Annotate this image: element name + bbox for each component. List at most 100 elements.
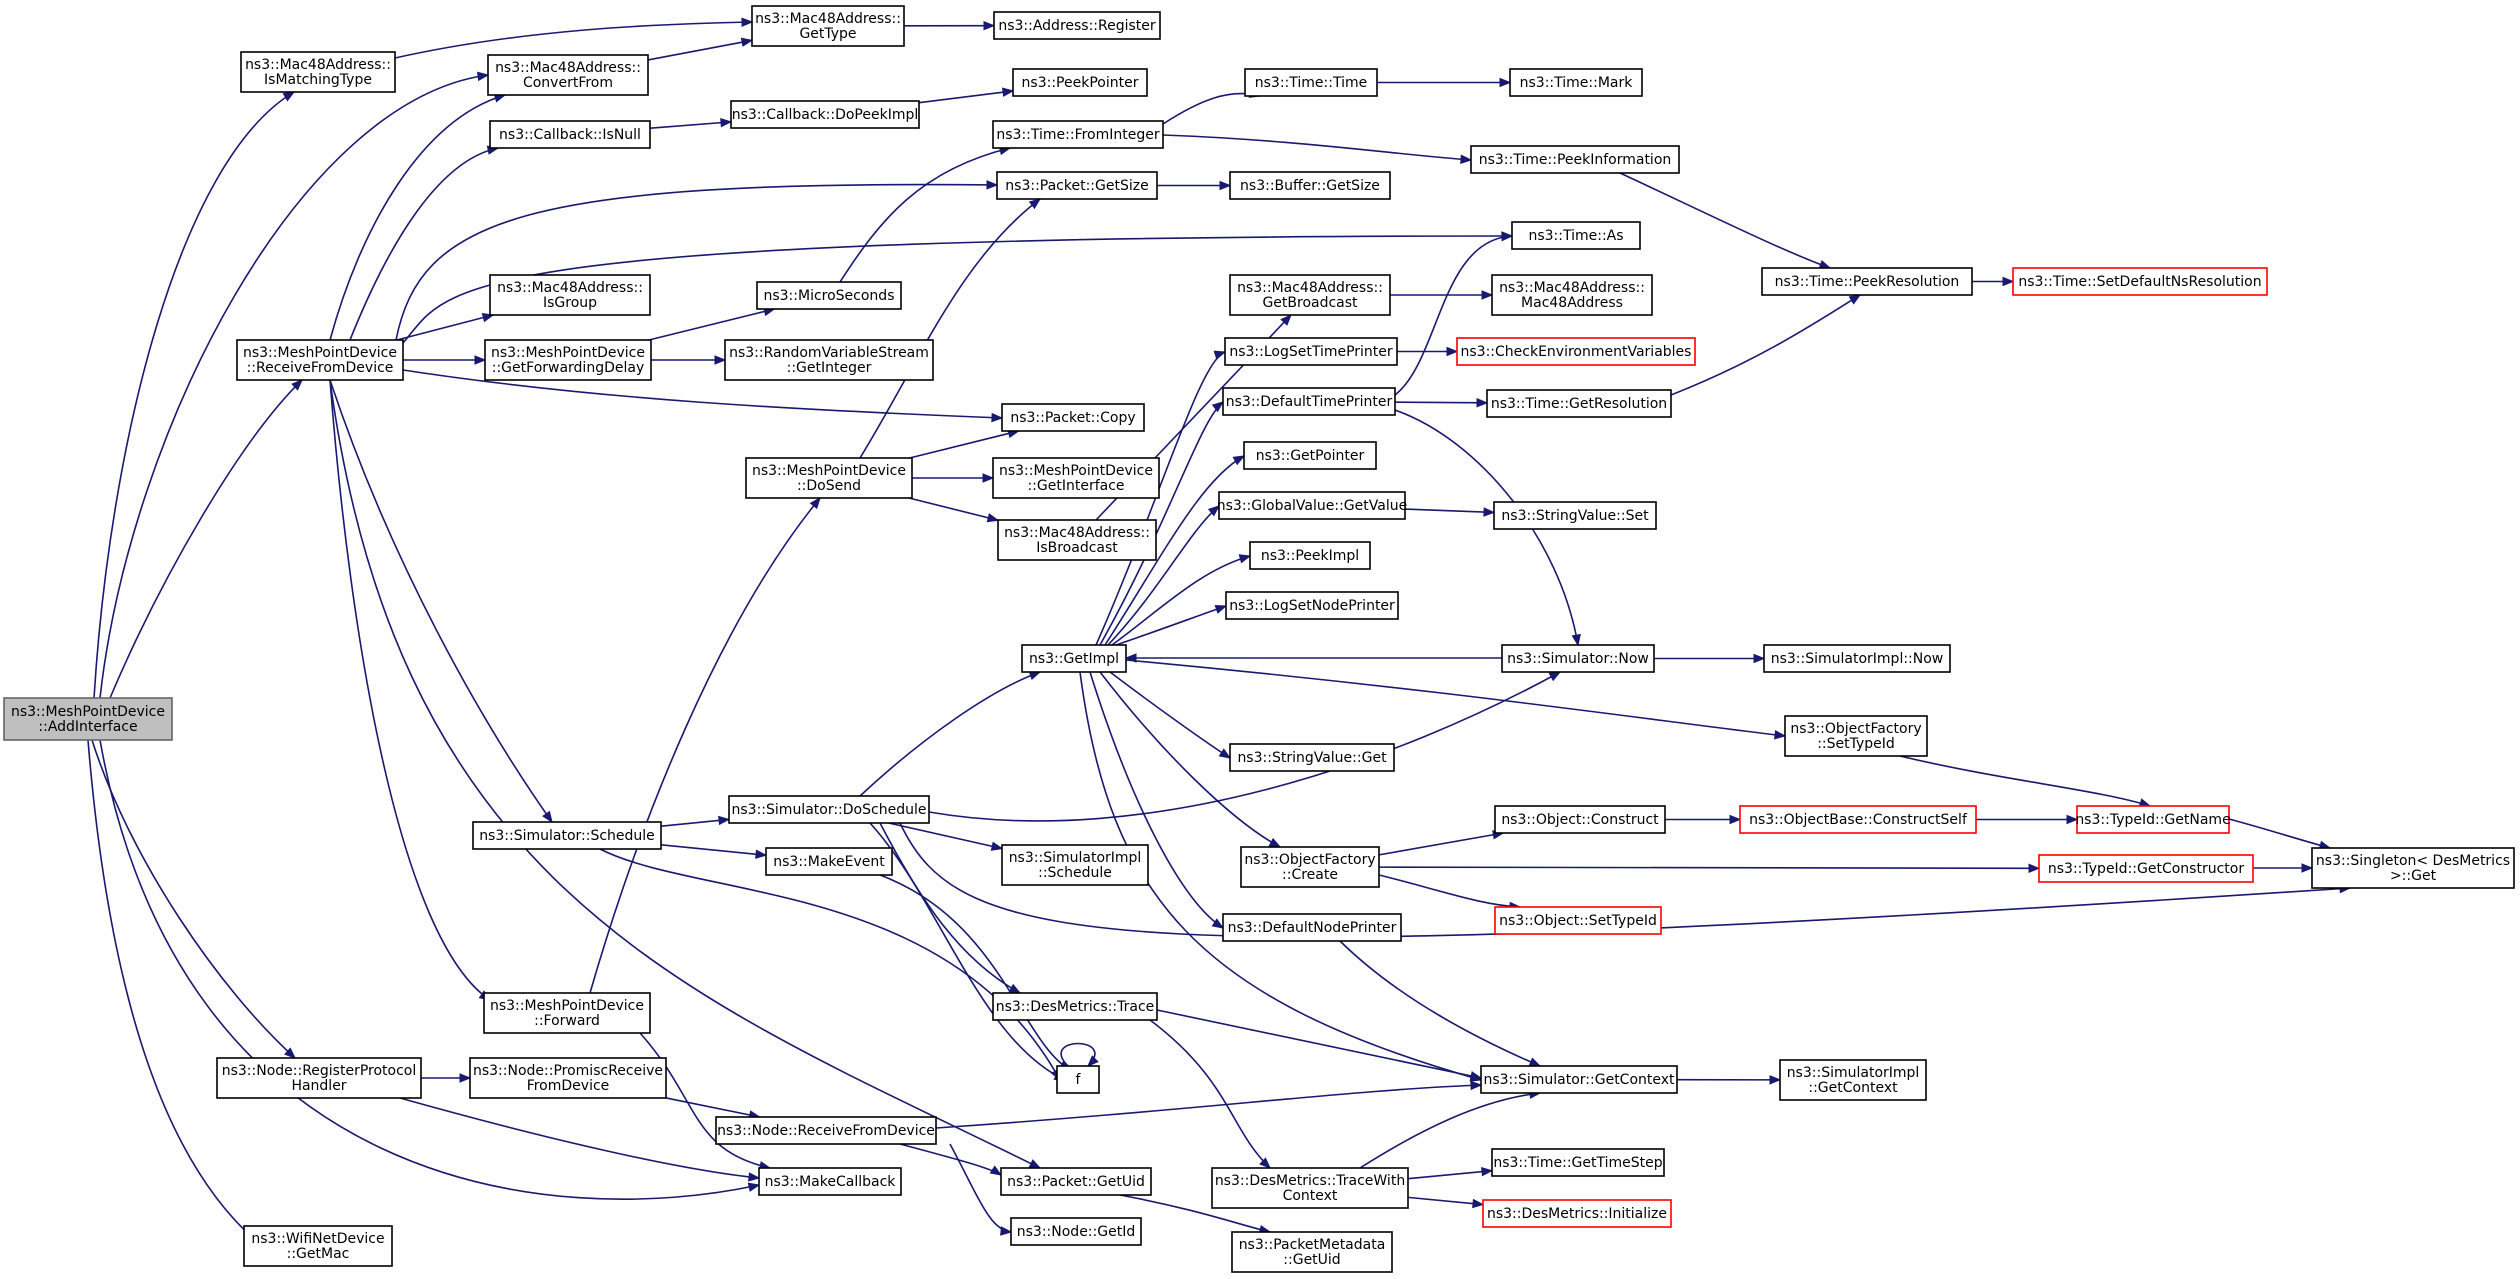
node-pktmeta-getuid[interactable]: ns3::PacketMetadata::GetUid	[1231, 1231, 1393, 1273]
node-desmetrics-init[interactable]: ns3::DesMetrics::Initialize	[1482, 1199, 1672, 1228]
node-mac-isbroadcast[interactable]: ns3::Mac48Address::IsBroadcast	[997, 519, 1157, 561]
node-time-peekinfo[interactable]: ns3::Time::PeekInformation	[1470, 145, 1680, 174]
edge-arrowhead	[1211, 918, 1225, 929]
node-box	[728, 795, 930, 824]
edge-line	[1404, 508, 1495, 514]
node-sv-get[interactable]: ns3::StringValue::Get	[1229, 743, 1395, 772]
node-mpd-dosend[interactable]: ns3::MeshPointDevice::DoSend	[745, 457, 913, 499]
node-sim-now[interactable]: ns3::Simulator::Now	[1501, 644, 1655, 673]
node-mpd-getinterface[interactable]: ns3::MeshPointDevice::GetInterface	[992, 457, 1160, 499]
node-typeid-getname[interactable]: ns3::TypeId::GetName	[2075, 805, 2231, 834]
edge-arrowhead	[1000, 1226, 1013, 1236]
node-pkt-copy[interactable]: ns3::Packet::Copy	[1001, 403, 1145, 432]
node-box	[487, 54, 649, 96]
edge-arrowhead	[1028, 1159, 1042, 1169]
node-mac-getbroadcast[interactable]: ns3::Mac48Address::GetBroadcast	[1229, 274, 1391, 316]
node-time-time[interactable]: ns3::Time::Time	[1244, 68, 1378, 97]
node-mac-convertfrom[interactable]: ns3::Mac48Address::ConvertFrom	[487, 54, 649, 96]
node-time-gettimestep[interactable]: ns3::Time::GetTimeStep	[1491, 1148, 1665, 1177]
node-node-receivefrom[interactable]: ns3::Node::ReceiveFromDevice	[715, 1116, 937, 1145]
node-wifi-getmac[interactable]: ns3::WifiNetDevice::GetMac	[243, 1225, 393, 1267]
node-of-settypeid[interactable]: ns3::ObjectFactory::SetTypeId	[1784, 715, 1928, 757]
node-addr-register[interactable]: ns3::Address::Register	[993, 11, 1161, 40]
node-node-getid[interactable]: ns3::Node::GetId	[1010, 1217, 1142, 1246]
edge-line	[1060, 1042, 1096, 1067]
node-time-peekres[interactable]: ns3::Time::PeekResolution	[1761, 267, 1973, 296]
node-peekpointer[interactable]: ns3::PeekPointer	[1012, 68, 1148, 97]
node-sv-set[interactable]: ns3::StringValue::Set	[1493, 501, 1657, 530]
edge-getimpl-to-of_settypeid	[1125, 659, 1787, 740]
node-mpd-forward[interactable]: ns3::MeshPointDevice::Forward	[483, 992, 651, 1034]
edge-root-to-mac_convertfrom	[99, 71, 490, 699]
node-root[interactable]: ns3::MeshPointDevice::AddInterface	[3, 697, 173, 741]
node-label: ns3::MeshPointDevice	[752, 463, 906, 479]
node-defaulttimeprinter[interactable]: ns3::DefaultTimePrinter	[1222, 387, 1396, 416]
node-getpointer[interactable]: ns3::GetPointer	[1243, 441, 1377, 470]
node-defaultnodeprinter[interactable]: ns3::DefaultNodePrinter	[1222, 913, 1402, 942]
node-label: ::SetTypeId	[1817, 736, 1895, 752]
node-microseconds[interactable]: ns3::MicroSeconds	[756, 281, 902, 310]
node-typeid-getctor[interactable]: ns3::TypeId::GetConstructor	[2038, 854, 2254, 883]
node-box	[1001, 844, 1149, 886]
node-logsettimeprinter[interactable]: ns3::LogSetTimePrinter	[1224, 337, 1398, 366]
node-of-create[interactable]: ns3::ObjectFactory::Create	[1240, 846, 1380, 888]
node-pkt-getuid[interactable]: ns3::Packet::GetUid	[1000, 1167, 1152, 1196]
node-singleton-get[interactable]: ns3::Singleton< DesMetrics>::Get	[2311, 847, 2515, 889]
edge-sim_schedule-to-sim_doschedule	[660, 815, 731, 827]
node-mpd-getfwddelay[interactable]: ns3::MeshPointDevice::GetForwardingDelay	[484, 339, 652, 381]
node-label: ns3::ObjectFactory	[1244, 852, 1375, 868]
edge-arrowhead	[1213, 350, 1227, 360]
node-buf-getsize[interactable]: ns3::Buffer::GetSize	[1229, 171, 1391, 200]
node-sim-doschedule[interactable]: ns3::Simulator::DoSchedule	[728, 795, 930, 824]
node-sim-schedule[interactable]: ns3::Simulator::Schedule	[472, 821, 662, 850]
node-peekimpl[interactable]: ns3::PeekImpl	[1249, 541, 1371, 570]
node-time-getres[interactable]: ns3::Time::GetResolution	[1486, 389, 1672, 418]
edge-cb_dopeekimpl-to-peekpointer	[918, 87, 1015, 104]
node-makeevent[interactable]: ns3::MakeEvent	[765, 847, 893, 876]
node-mac-ismatching[interactable]: ns3::Mac48Address::IsMatchingType	[240, 51, 396, 93]
node-box	[489, 120, 651, 149]
node-box	[1229, 743, 1395, 772]
node-box	[1761, 267, 1973, 296]
node-simimpl-schedule[interactable]: ns3::SimulatorImpl::Schedule	[1001, 844, 1149, 886]
node-simimpl-getcontext[interactable]: ns3::SimulatorImpl::GetContext	[1779, 1059, 1927, 1101]
edge-line	[879, 822, 1021, 994]
node-pkt-getsize[interactable]: ns3::Packet::GetSize	[996, 171, 1158, 200]
node-time-frominteger[interactable]: ns3::Time::FromInteger	[992, 120, 1164, 149]
edge-mpd_getfwddelay-to-microseconds	[648, 306, 776, 341]
node-rvs-getinteger[interactable]: ns3::RandomVariableStream::GetInteger	[724, 339, 934, 381]
node-time-setdefault[interactable]: ns3::Time::SetDefaultNsResolution	[2012, 267, 2268, 296]
node-getimpl[interactable]: ns3::GetImpl	[1021, 644, 1127, 673]
node-makecallback[interactable]: ns3::MakeCallback	[758, 1167, 902, 1196]
node-box	[1218, 491, 1406, 520]
node-gv-getvalue[interactable]: ns3::GlobalValue::GetValue	[1217, 491, 1407, 520]
node-mpd-receivefrom[interactable]: ns3::MeshPointDevice::ReceiveFromDevice	[236, 339, 404, 381]
node-checkenv[interactable]: ns3::CheckEnvironmentVariables	[1456, 337, 1696, 366]
node-logsetnodeprinter[interactable]: ns3::LogSetNodePrinter	[1225, 591, 1399, 620]
node-simimpl-now[interactable]: ns3::SimulatorImpl::Now	[1763, 644, 1951, 673]
node-cb-dopeekimpl[interactable]: ns3::Callback::DoPeekImpl	[730, 100, 920, 129]
node-label: ::GetUid	[1283, 1252, 1340, 1268]
node-sim-getcontext[interactable]: ns3::Simulator::GetContext	[1480, 1065, 1678, 1094]
edge-arrowhead	[748, 1172, 761, 1182]
node-f[interactable]: f	[1056, 1065, 1100, 1094]
node-time-mark[interactable]: ns3::Time::Mark	[1509, 68, 1643, 97]
node-obj-construct[interactable]: ns3::Object::Construct	[1494, 805, 1666, 834]
node-mac-mac48[interactable]: ns3::Mac48Address::Mac48Address	[1491, 274, 1653, 316]
edge-arrowhead	[986, 180, 999, 190]
node-desmetrics-trace[interactable]: ns3::DesMetrics::Trace	[992, 992, 1158, 1021]
node-obj-settypeid[interactable]: ns3::Object::SetTypeId	[1494, 906, 1662, 935]
node-cb-isnull[interactable]: ns3::Callback::IsNull	[489, 120, 651, 149]
node-box	[1456, 337, 1696, 366]
node-mac-isgroup[interactable]: ns3::Mac48Address::IsGroup	[489, 274, 651, 316]
node-ob-constructself[interactable]: ns3::ObjectBase::ConstructSelf	[1739, 805, 1977, 834]
node-time-as[interactable]: ns3::Time::As	[1511, 221, 1641, 250]
edge-node_receivefrom-to-sim_getcontext	[935, 1080, 1483, 1129]
node-box	[1222, 913, 1402, 942]
edge-desmetrics_trace-to-sim_getcontext	[1156, 1009, 1483, 1081]
node-mac-gettype[interactable]: ns3::Mac48Address::GetType	[751, 5, 905, 47]
edge-of_create-to-obj_construct	[1378, 830, 1505, 856]
